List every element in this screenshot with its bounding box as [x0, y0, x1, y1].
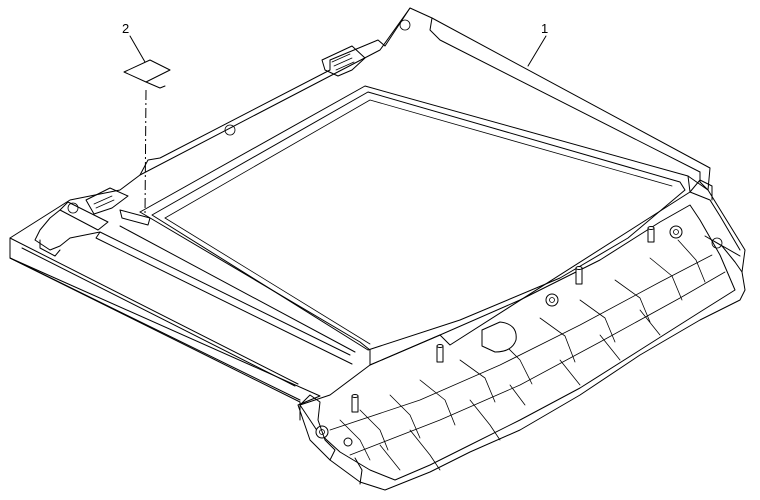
screw-hole-left [67, 202, 79, 214]
leader-1 [527, 35, 547, 67]
leader-2 [129, 35, 146, 63]
boss-right [669, 225, 683, 239]
front-clip [299, 394, 336, 461]
callout-1: 1 [541, 21, 548, 36]
d-lever [481, 321, 517, 353]
rear-notch-left [85, 187, 129, 215]
callout-2: 2 [122, 21, 129, 36]
callout-leaders [129, 35, 547, 67]
screw-hole-corner [399, 19, 411, 31]
underside-cavity [299, 204, 736, 481]
mounting-bosses [351, 226, 655, 413]
rear-notch-right [321, 45, 366, 77]
sheet-label [123, 59, 171, 83]
inner-wall [379, 309, 661, 471]
part-1-tray-unit [9, 7, 746, 491]
right-end-bracket [689, 179, 743, 273]
boss-small [343, 437, 353, 447]
part-2-sheet [123, 59, 171, 216]
glass-rim [139, 85, 691, 213]
screw-hole-rear [224, 124, 236, 136]
assembly-line [144, 89, 147, 216]
glass-panel [151, 91, 686, 351]
rear-ridge [139, 7, 411, 176]
screw-hole-right [711, 237, 723, 249]
boss-center [545, 293, 559, 307]
left-frame [59, 201, 109, 231]
